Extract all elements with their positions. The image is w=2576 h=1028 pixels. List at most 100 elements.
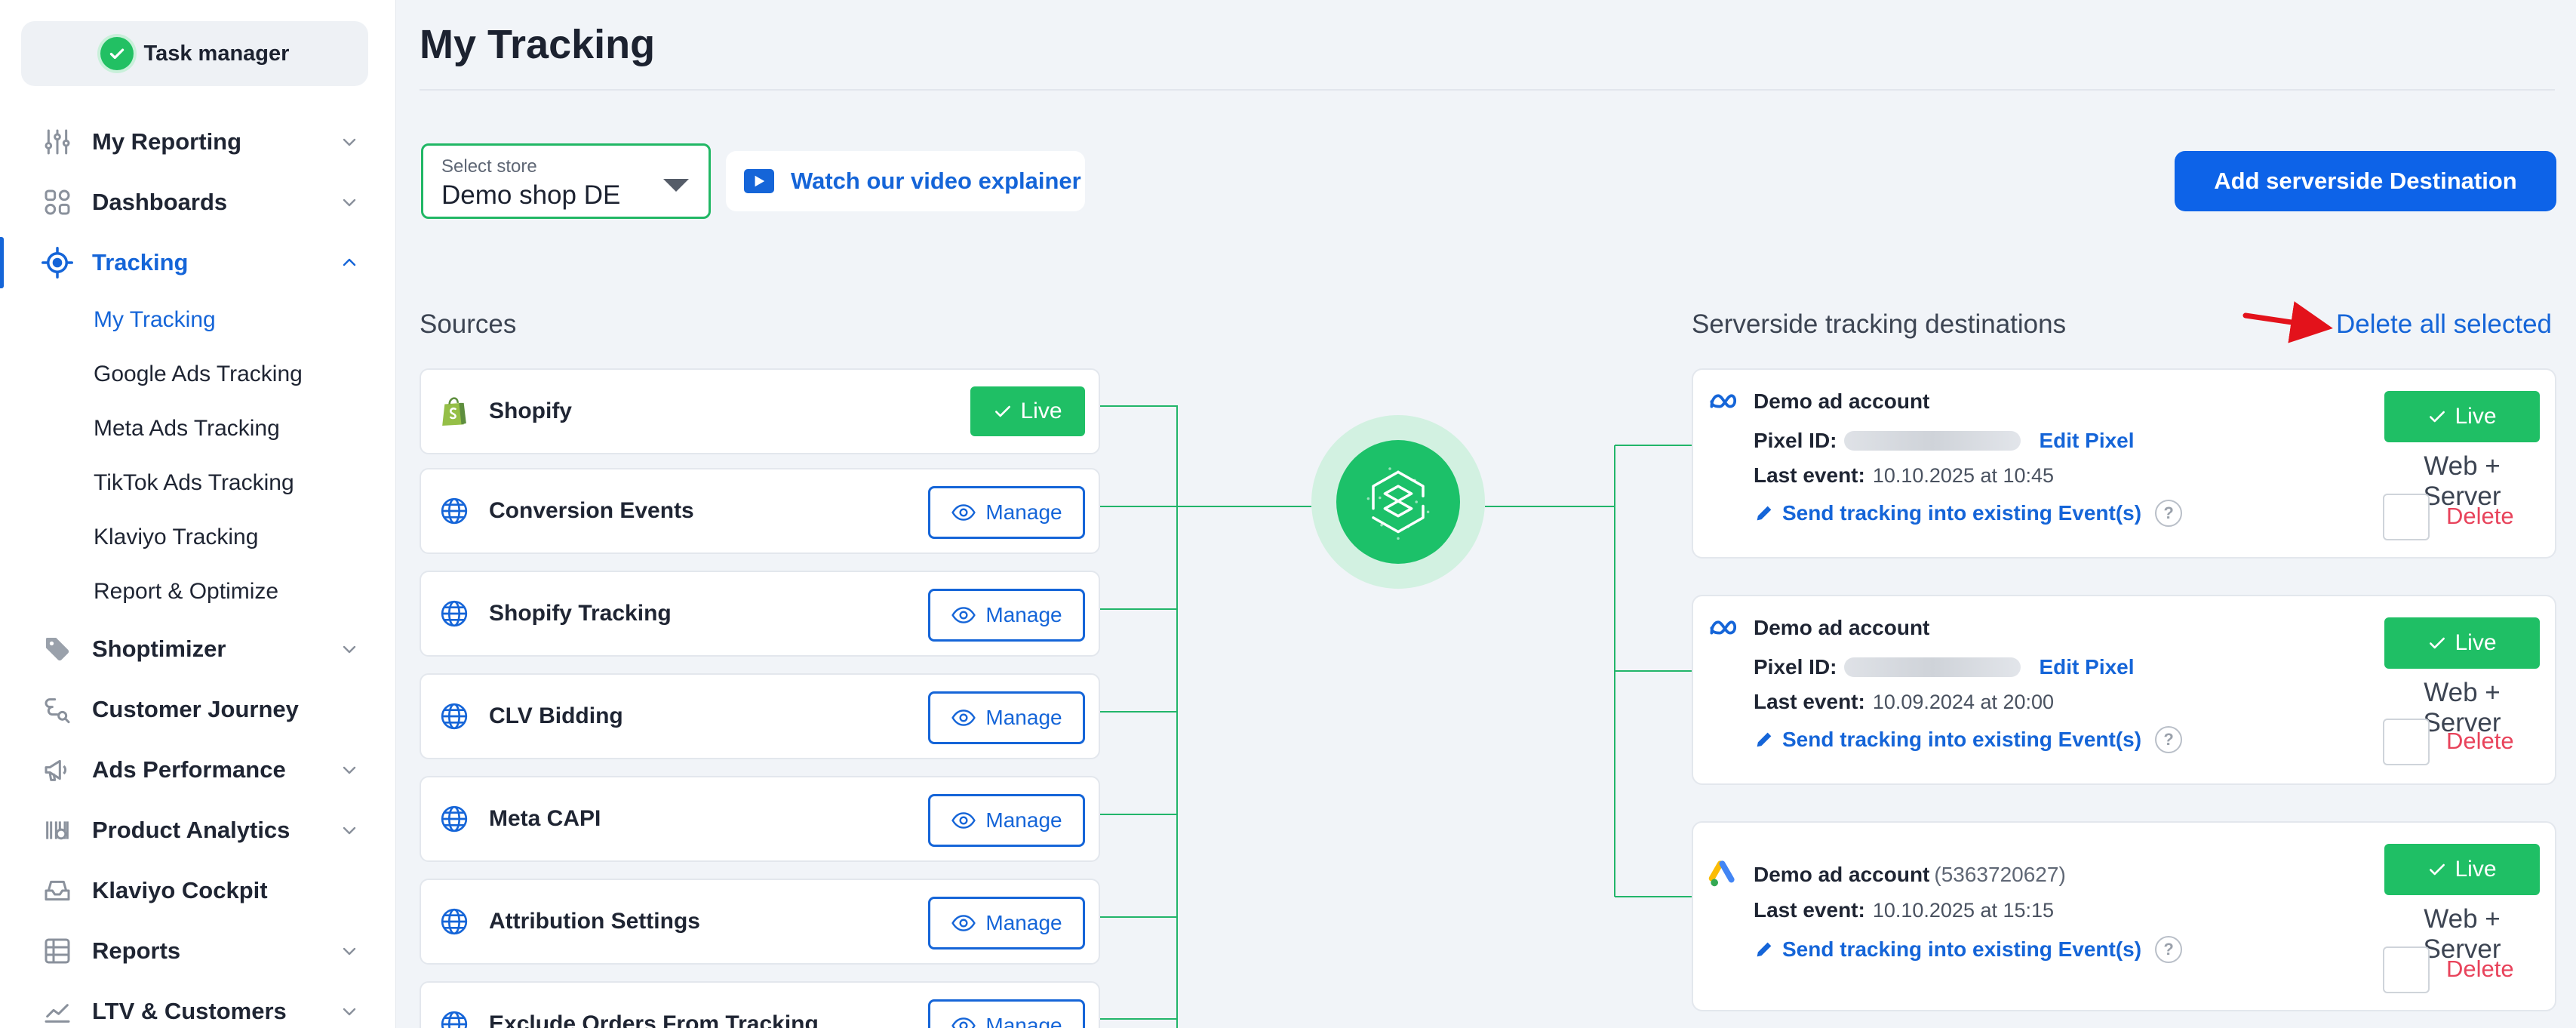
manage-button[interactable]: Manage bbox=[928, 589, 1085, 642]
globe-icon bbox=[438, 802, 471, 836]
source-name: Conversion Events bbox=[489, 498, 694, 523]
tracking-mode: Web + Server bbox=[2423, 678, 2501, 737]
google-ads-icon bbox=[1708, 860, 1735, 887]
delete-button[interactable]: Delete bbox=[2446, 503, 2514, 529]
edit-pixel-link[interactable]: Edit Pixel bbox=[2039, 429, 2135, 452]
trend-icon bbox=[41, 995, 74, 1028]
live-status-button[interactable]: Live bbox=[2384, 391, 2540, 442]
sidebar-item-label: Dashboards bbox=[92, 189, 228, 215]
destination-header: Demo ad account bbox=[1708, 389, 1929, 414]
sidebar-item-klaviyo-cockpit[interactable]: Klaviyo Cockpit bbox=[0, 860, 396, 921]
select-checkbox[interactable] bbox=[2383, 494, 2430, 540]
source-card-conversion-events: Conversion Events Manage bbox=[420, 468, 1100, 554]
eye-icon bbox=[951, 1017, 976, 1028]
live-label: Live bbox=[2455, 857, 2497, 882]
megaphone-icon bbox=[41, 753, 74, 786]
sidebar-subitem-my-tracking[interactable]: My Tracking bbox=[94, 307, 216, 332]
last-event-value: 10.10.2025 at 10:45 bbox=[1872, 463, 2055, 487]
live-status-button[interactable]: Live bbox=[2384, 617, 2540, 669]
manage-label: Manage bbox=[985, 706, 1062, 729]
manage-label: Manage bbox=[985, 1014, 1062, 1028]
globe-icon bbox=[438, 905, 471, 938]
brand[interactable]: Task manager bbox=[21, 21, 368, 86]
sidebar-item-ltv-customers[interactable]: LTV & Customers bbox=[0, 981, 396, 1028]
pixel-row: Pixel ID: Edit Pixel bbox=[1754, 429, 2135, 453]
page-title: My Tracking bbox=[420, 22, 656, 67]
help-icon[interactable]: ? bbox=[2155, 726, 2183, 753]
live-label: Live bbox=[1020, 399, 1062, 423]
help-icon[interactable]: ? bbox=[2155, 936, 2183, 963]
sidebar-subitem-google-ads-tracking[interactable]: Google Ads Tracking bbox=[94, 362, 303, 386]
title-divider bbox=[420, 89, 2555, 91]
barcode-icon bbox=[41, 814, 74, 847]
eye-icon bbox=[951, 915, 976, 931]
play-video-icon bbox=[744, 169, 774, 193]
manage-button[interactable]: Manage bbox=[928, 691, 1085, 744]
send-tracking-label: Send tracking into existing Event(s) bbox=[1782, 937, 2142, 961]
sidebar-item-tracking[interactable]: Tracking bbox=[0, 232, 396, 293]
video-explainer-button[interactable]: Watch our video explainer bbox=[726, 151, 1085, 211]
live-label: Live bbox=[2455, 630, 2497, 655]
manage-button[interactable]: Manage bbox=[928, 999, 1085, 1028]
tracking-mode: Web + Server bbox=[2423, 451, 2501, 511]
last-event-row: Last event: 10.10.2025 at 10:45 bbox=[1754, 463, 2054, 488]
sidebar-subitem-klaviyo-tracking[interactable]: Klaviyo Tracking bbox=[94, 525, 259, 549]
inbox-icon bbox=[41, 874, 74, 907]
send-tracking-label: Send tracking into existing Event(s) bbox=[1782, 728, 2142, 751]
delete-button[interactable]: Delete bbox=[2446, 956, 2514, 982]
sidebar-subitem-report-optimize[interactable]: Report & Optimize bbox=[94, 579, 279, 604]
sidebar-item-ads-performance[interactable]: Ads Performance bbox=[0, 740, 396, 800]
chevron-down-icon bbox=[343, 826, 356, 835]
source-card-attribution-settings: Attribution Settings Manage bbox=[420, 879, 1100, 965]
manage-label: Manage bbox=[985, 500, 1062, 524]
check-badge-icon bbox=[100, 37, 134, 70]
store-select[interactable]: Select store Demo shop DE bbox=[421, 143, 711, 219]
sidebar: Task manager My Reporting Dashboards Tra… bbox=[0, 0, 396, 1028]
destination-header: Demo ad account bbox=[1708, 616, 1929, 640]
destination-account: Demo ad account bbox=[1754, 616, 1930, 639]
send-tracking-link[interactable]: Send tracking into existing Event(s) ? bbox=[1754, 936, 2183, 963]
add-serverside-destination-button[interactable]: Add serverside Destination bbox=[2175, 151, 2556, 211]
sidebar-item-label: Klaviyo Cockpit bbox=[92, 877, 268, 903]
sidebar-item-product-analytics[interactable]: Product Analytics bbox=[0, 800, 396, 860]
dashboard-grid-icon bbox=[41, 186, 74, 219]
sidebar-item-shoptimizer[interactable]: Shoptimizer bbox=[0, 619, 396, 679]
manage-button[interactable]: Manage bbox=[928, 794, 1085, 847]
pixel-id-redacted bbox=[1844, 657, 2021, 677]
live-label: Live bbox=[2455, 404, 2497, 429]
sidebar-item-label: My Reporting bbox=[92, 128, 242, 155]
sources-title: Sources bbox=[420, 309, 517, 339]
source-name: Shopify bbox=[489, 399, 572, 423]
check-icon bbox=[2430, 411, 2445, 423]
manage-button[interactable]: Manage bbox=[928, 486, 1085, 539]
sidebar-item-dashboards[interactable]: Dashboards bbox=[0, 172, 396, 232]
help-icon[interactable]: ? bbox=[2155, 500, 2183, 527]
select-checkbox[interactable] bbox=[2383, 719, 2430, 765]
tracking-hub bbox=[1311, 415, 1485, 589]
sliders-icon bbox=[41, 125, 74, 159]
sidebar-subitem-tiktok-ads-tracking[interactable]: TikTok Ads Tracking bbox=[94, 470, 294, 495]
send-tracking-link[interactable]: Send tracking into existing Event(s) ? bbox=[1754, 726, 2183, 753]
source-name: CLV Bidding bbox=[489, 703, 623, 728]
last-event-row: Last event: 10.10.2025 at 15:15 bbox=[1754, 898, 2054, 922]
journey-icon bbox=[41, 693, 74, 726]
eye-icon bbox=[951, 812, 976, 829]
manage-label: Manage bbox=[985, 911, 1062, 934]
select-checkbox[interactable] bbox=[2383, 946, 2430, 993]
sidebar-item-reports[interactable]: Reports bbox=[0, 921, 396, 981]
sidebar-item-customer-journey[interactable]: Customer Journey bbox=[0, 679, 396, 740]
destination-account: Demo ad account bbox=[1754, 389, 1930, 413]
live-status-button[interactable]: Live bbox=[970, 386, 1085, 436]
pixel-id-redacted bbox=[1844, 431, 2021, 451]
send-tracking-link[interactable]: Send tracking into existing Event(s) ? bbox=[1754, 500, 2183, 527]
live-status-button[interactable]: Live bbox=[2384, 844, 2540, 895]
sidebar-item-label: Tracking bbox=[92, 249, 189, 275]
manage-button[interactable]: Manage bbox=[928, 897, 1085, 950]
delete-all-selected-link[interactable]: Delete all selected bbox=[2336, 309, 2552, 339]
sidebar-item-my-reporting[interactable]: My Reporting bbox=[0, 112, 396, 172]
edit-pixel-link[interactable]: Edit Pixel bbox=[2039, 655, 2135, 679]
delete-button[interactable]: Delete bbox=[2446, 728, 2514, 754]
source-card-clv-bidding: CLV Bidding Manage bbox=[420, 673, 1100, 759]
pencil-icon bbox=[1757, 732, 1772, 747]
sidebar-subitem-meta-ads-tracking[interactable]: Meta Ads Tracking bbox=[94, 416, 280, 441]
